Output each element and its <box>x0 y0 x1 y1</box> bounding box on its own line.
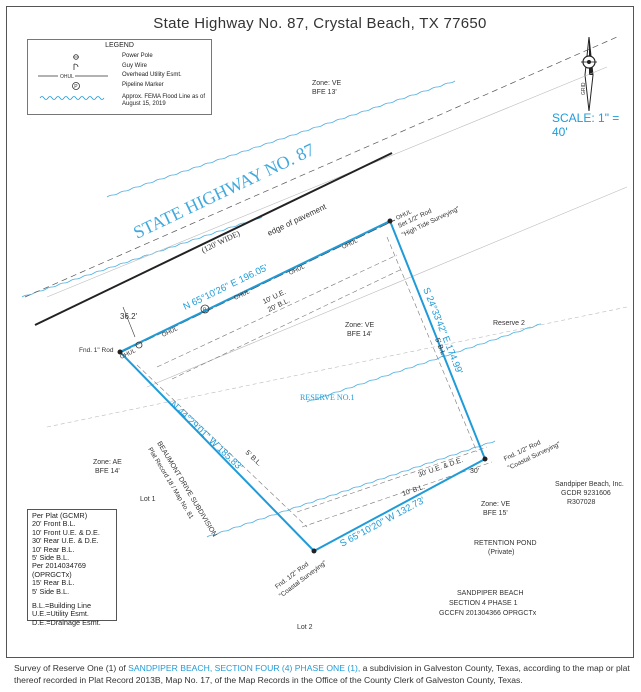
legend-box: LEGEND Power Pole Guy Wire OHUL Overhead… <box>27 39 212 115</box>
north-arrow-icon: GRID <box>581 36 597 112</box>
corner-marker-ne <box>387 218 393 224</box>
survey-frame: State Highway No. 87, Crystal Beach, TX … <box>6 6 634 658</box>
bearing-north: N 65°10'26" E 196.05' <box>182 262 270 312</box>
corner-marker-sw <box>311 548 317 554</box>
pipeline-marker-icon: P <box>72 82 80 90</box>
reserve-two-label: Reserve 2 <box>493 320 525 327</box>
zone-ae-label: Zone: AE <box>93 459 122 466</box>
corner-marker-nw <box>117 349 123 355</box>
survey-description: Survey of Reserve One (1) of SANDPIPER B… <box>14 663 630 685</box>
bearing-south: S 65°10'20" W 132.73' <box>338 495 427 550</box>
bfe-top-label: BFE 13' <box>312 89 337 96</box>
sandpiper-section-label: SECTION 4 PHASE 1 <box>449 600 518 607</box>
subdivision-name: SANDPIPER BEACH, SECTION FOUR (4) PHASE … <box>128 663 361 673</box>
zone-mid-label: Zone: VE <box>345 322 375 329</box>
sandpiper-inc-r: R307028 <box>567 499 596 506</box>
legend-row-power-pole: Power Pole <box>28 52 211 62</box>
legend-row-ohul: OHUL Overhead Utility Esmt. <box>28 71 211 81</box>
dim-30-label: 30' <box>470 468 479 475</box>
legend-title: LEGEND <box>105 42 134 49</box>
bfe-ae-label: BFE 14' <box>95 468 120 475</box>
svg-text:OHUL: OHUL <box>60 74 74 80</box>
rear-ue-label: 30' U.E. & D.E. <box>417 457 464 479</box>
plat-notes-box: Per Plat (GCMR) 20' Front B.L. 10' Front… <box>27 509 117 627</box>
flood-line <box>206 440 496 538</box>
ohul-line <box>121 219 396 353</box>
power-pole-icon <box>73 54 79 60</box>
pipeline-marker-icon <box>200 304 210 314</box>
flood-line <box>106 80 456 198</box>
bfe-mid-label: BFE 14' <box>347 331 372 338</box>
lot-two-label: Lot 2 <box>297 624 313 631</box>
zone-top-label: Zone: VE <box>312 80 342 87</box>
bearing-west: N 44°29'01" W 185.83' <box>168 399 245 473</box>
legend-row-flood-line: Approx. FEMA Flood Line as of August 15,… <box>28 93 211 111</box>
legend-row-pipeline: P Pipeline Marker <box>28 81 211 91</box>
beaumont-label: BEAUMONT DRIVE SUBDIVISION <box>155 440 218 538</box>
svg-text:OHUL: OHUL <box>119 348 137 361</box>
survey-map: P STATE HIGHWAY NO. 87 (120' WIDE) edge … <box>21 36 628 631</box>
reserve-one-label: RESERVE NO.1 <box>300 393 354 402</box>
fnd-rod-nw-label: Fnd. 1" Rod <box>79 347 114 354</box>
sandpiper-beach-label: SANDPIPER BEACH <box>457 590 524 597</box>
retention-sub-label: (Private) <box>488 549 514 556</box>
zone-br-label: Zone: VE <box>481 501 511 508</box>
legend-row-guy-wire: Guy Wire <box>28 62 211 72</box>
flood-line-icon <box>39 96 105 100</box>
flood-line <box>21 216 263 298</box>
power-pole-icon <box>135 341 143 349</box>
pavement-distance-label: 36.2' <box>120 312 138 321</box>
svg-text:P: P <box>203 308 207 314</box>
edge-of-pavement-label: edge of pavement <box>266 202 328 238</box>
sandpiper-inc-gcdr: GCDR 9231606 <box>561 490 611 497</box>
ohul-line-icon: OHUL <box>38 74 108 80</box>
bfe-br-label: BFE 15' <box>483 510 508 517</box>
side-bl-west-label: 5' B.L. <box>244 449 263 468</box>
edge-of-pavement-line <box>34 152 393 326</box>
flood-line <box>306 323 542 403</box>
svg-text:OHUL: OHUL <box>233 289 251 302</box>
page-title: State Highway No. 87, Crystal Beach, TX … <box>153 15 487 32</box>
scale-label: SCALE: 1" = 40' <box>552 111 620 139</box>
guy-wire-icon <box>73 63 79 70</box>
north-arrow-label: GRID <box>581 82 587 95</box>
corner-marker-se <box>482 456 488 462</box>
retention-label: RETENTION POND <box>474 540 537 547</box>
sandpiper-inc-label: Sandpiper Beach, Inc. <box>555 481 624 488</box>
sandpiper-gccfn-label: GCCFN 201304366 OPRGCTx <box>439 610 537 617</box>
rear-bl-label: 10' B.L. <box>401 484 426 498</box>
svg-text:P: P <box>74 84 78 90</box>
lot-one-label: Lot 1 <box>140 496 156 503</box>
